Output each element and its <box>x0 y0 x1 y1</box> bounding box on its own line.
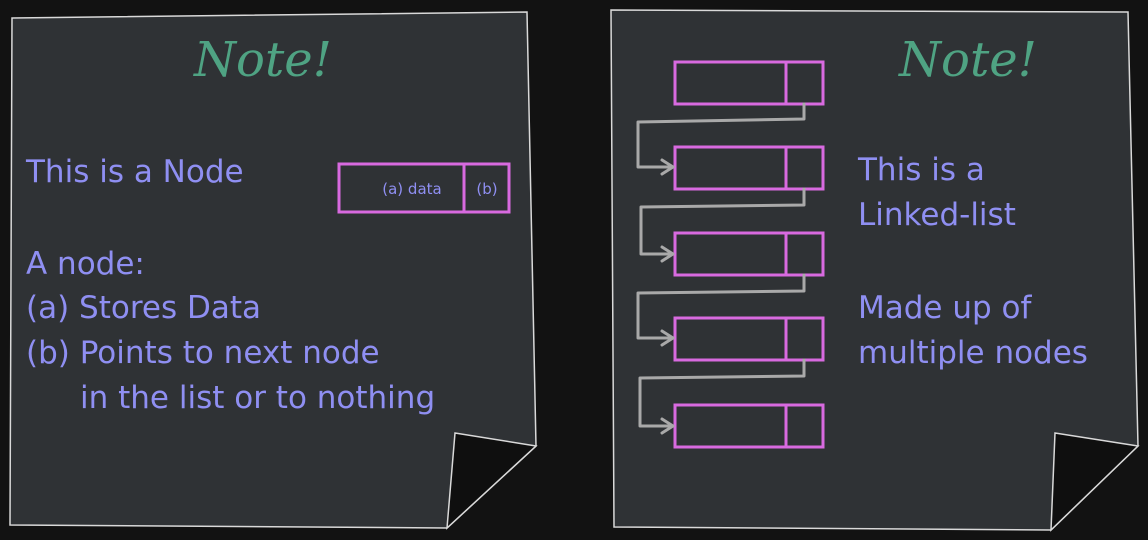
pointer-arrow <box>639 187 806 256</box>
pointer-arrow-head <box>660 245 675 263</box>
pointer-arrow <box>638 358 806 428</box>
linked-list-label-line2: Linked-list <box>858 197 1016 233</box>
made-of-label-line1: Made up of <box>858 290 1032 326</box>
pointer-arrow <box>636 102 806 169</box>
made-of-label-line2: multiple nodes <box>858 335 1088 371</box>
node-data-label: (a) data <box>382 180 441 198</box>
node-pointer-label: (b) <box>476 180 497 198</box>
right-note: Note! <box>610 9 1140 532</box>
linked-list <box>636 60 825 449</box>
left-note-folded-corner <box>446 432 538 530</box>
right-note-folded-corner <box>1050 432 1140 532</box>
pointer-arrow <box>636 273 806 340</box>
desc-line-a: (a) Stores Data <box>26 290 261 326</box>
desc-heading: A node: <box>26 246 145 282</box>
desc-line-b1: (b) Points to next node <box>26 335 380 371</box>
node-label: This is a Node <box>25 154 244 190</box>
single-node-box: (a) data (b) <box>337 162 511 214</box>
pointer-arrow-head <box>660 417 675 435</box>
right-note-title: Note! <box>898 32 1037 88</box>
pointer-arrow-head <box>660 158 675 176</box>
desc-line-b2: in the list or to nothing <box>80 380 435 416</box>
left-note-title: Note! <box>193 32 332 88</box>
left-note: Note! This is a Node (a) data (b) A node… <box>9 11 538 530</box>
pointer-arrow-head <box>660 329 675 347</box>
linked-list-label-line1: This is a <box>857 152 985 188</box>
node-pointer-cell <box>462 162 511 214</box>
linked-list-node <box>673 403 825 449</box>
